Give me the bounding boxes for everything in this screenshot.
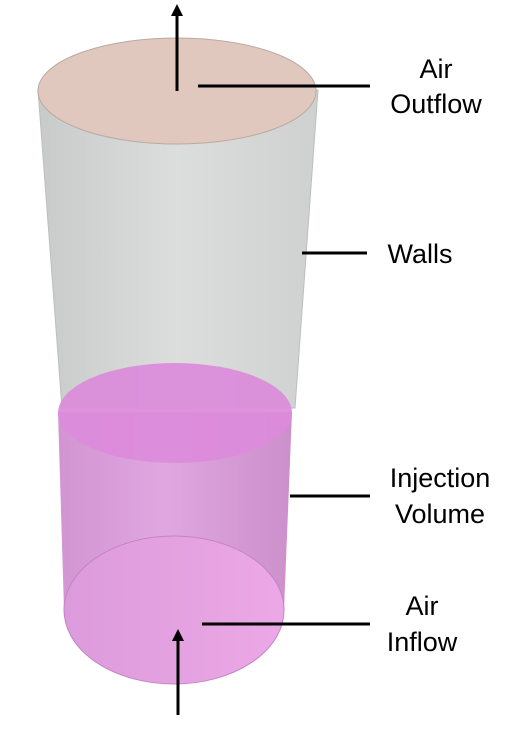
injection-label-line2: Volume	[395, 499, 485, 529]
outflow-label-line1: Air	[420, 54, 453, 84]
inflow-arrow-head	[172, 629, 184, 641]
walls-label: Walls	[388, 239, 453, 269]
inflow-cap	[63, 535, 285, 685]
outflow-arrow-head	[171, 4, 183, 16]
inflow-label-line2: Inflow	[387, 627, 458, 657]
injection-label-line1: Injection	[390, 463, 491, 493]
inflow-label-line1: Air	[406, 591, 439, 621]
injection-volume-top	[58, 363, 292, 463]
outflow-label-line2: Outflow	[390, 89, 482, 119]
